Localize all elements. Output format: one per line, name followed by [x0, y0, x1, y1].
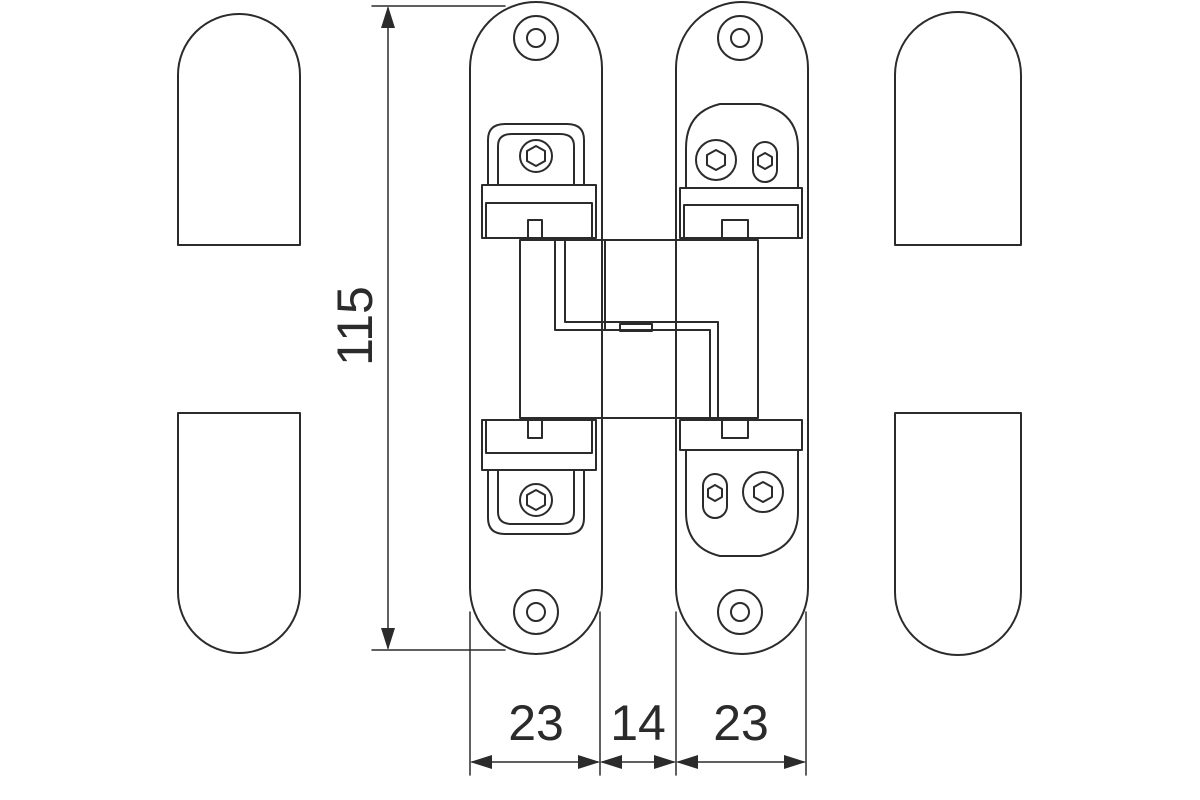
left-hinge-plate — [469, 1, 603, 655]
height-arrow-bottom — [381, 628, 395, 650]
cover-cap-bottom-right — [894, 412, 1022, 656]
gap-arrow-end — [654, 755, 676, 769]
width-right-arrow-start — [676, 755, 698, 769]
right-upper-adjust-screw — [695, 139, 737, 181]
height-dimension-label: 115 — [327, 286, 383, 366]
right-plate-bottom-screw-hole — [717, 589, 763, 635]
width-left-arrow-end — [578, 755, 600, 769]
right-lower-adjust-slot — [702, 473, 728, 519]
gap-dimension-label: 14 — [610, 695, 666, 751]
width-left-arrow-start — [470, 755, 492, 769]
width-left-dimension-label: 23 — [508, 695, 564, 751]
width-right-dimension-label: 23 — [713, 695, 769, 751]
left-plate-top-screw-hole — [513, 15, 559, 61]
width-right-arrow-end — [784, 755, 806, 769]
left-lower-adjust-screw — [519, 483, 553, 517]
gap-arrow-start — [600, 755, 622, 769]
right-lower-adjust-screw — [742, 471, 784, 513]
height-arrow-top — [381, 6, 395, 28]
cover-cap-top-right — [894, 11, 1022, 246]
cover-cap-top-left — [177, 13, 301, 246]
right-plate-top-screw-hole — [717, 15, 763, 61]
left-upper-adjust-screw — [519, 139, 553, 173]
cover-cap-bottom-left — [177, 412, 301, 654]
left-plate-bottom-screw-hole — [513, 589, 559, 635]
hinge-arm — [519, 239, 759, 419]
height-dimension — [371, 5, 506, 651]
right-hinge-plate — [675, 1, 809, 655]
